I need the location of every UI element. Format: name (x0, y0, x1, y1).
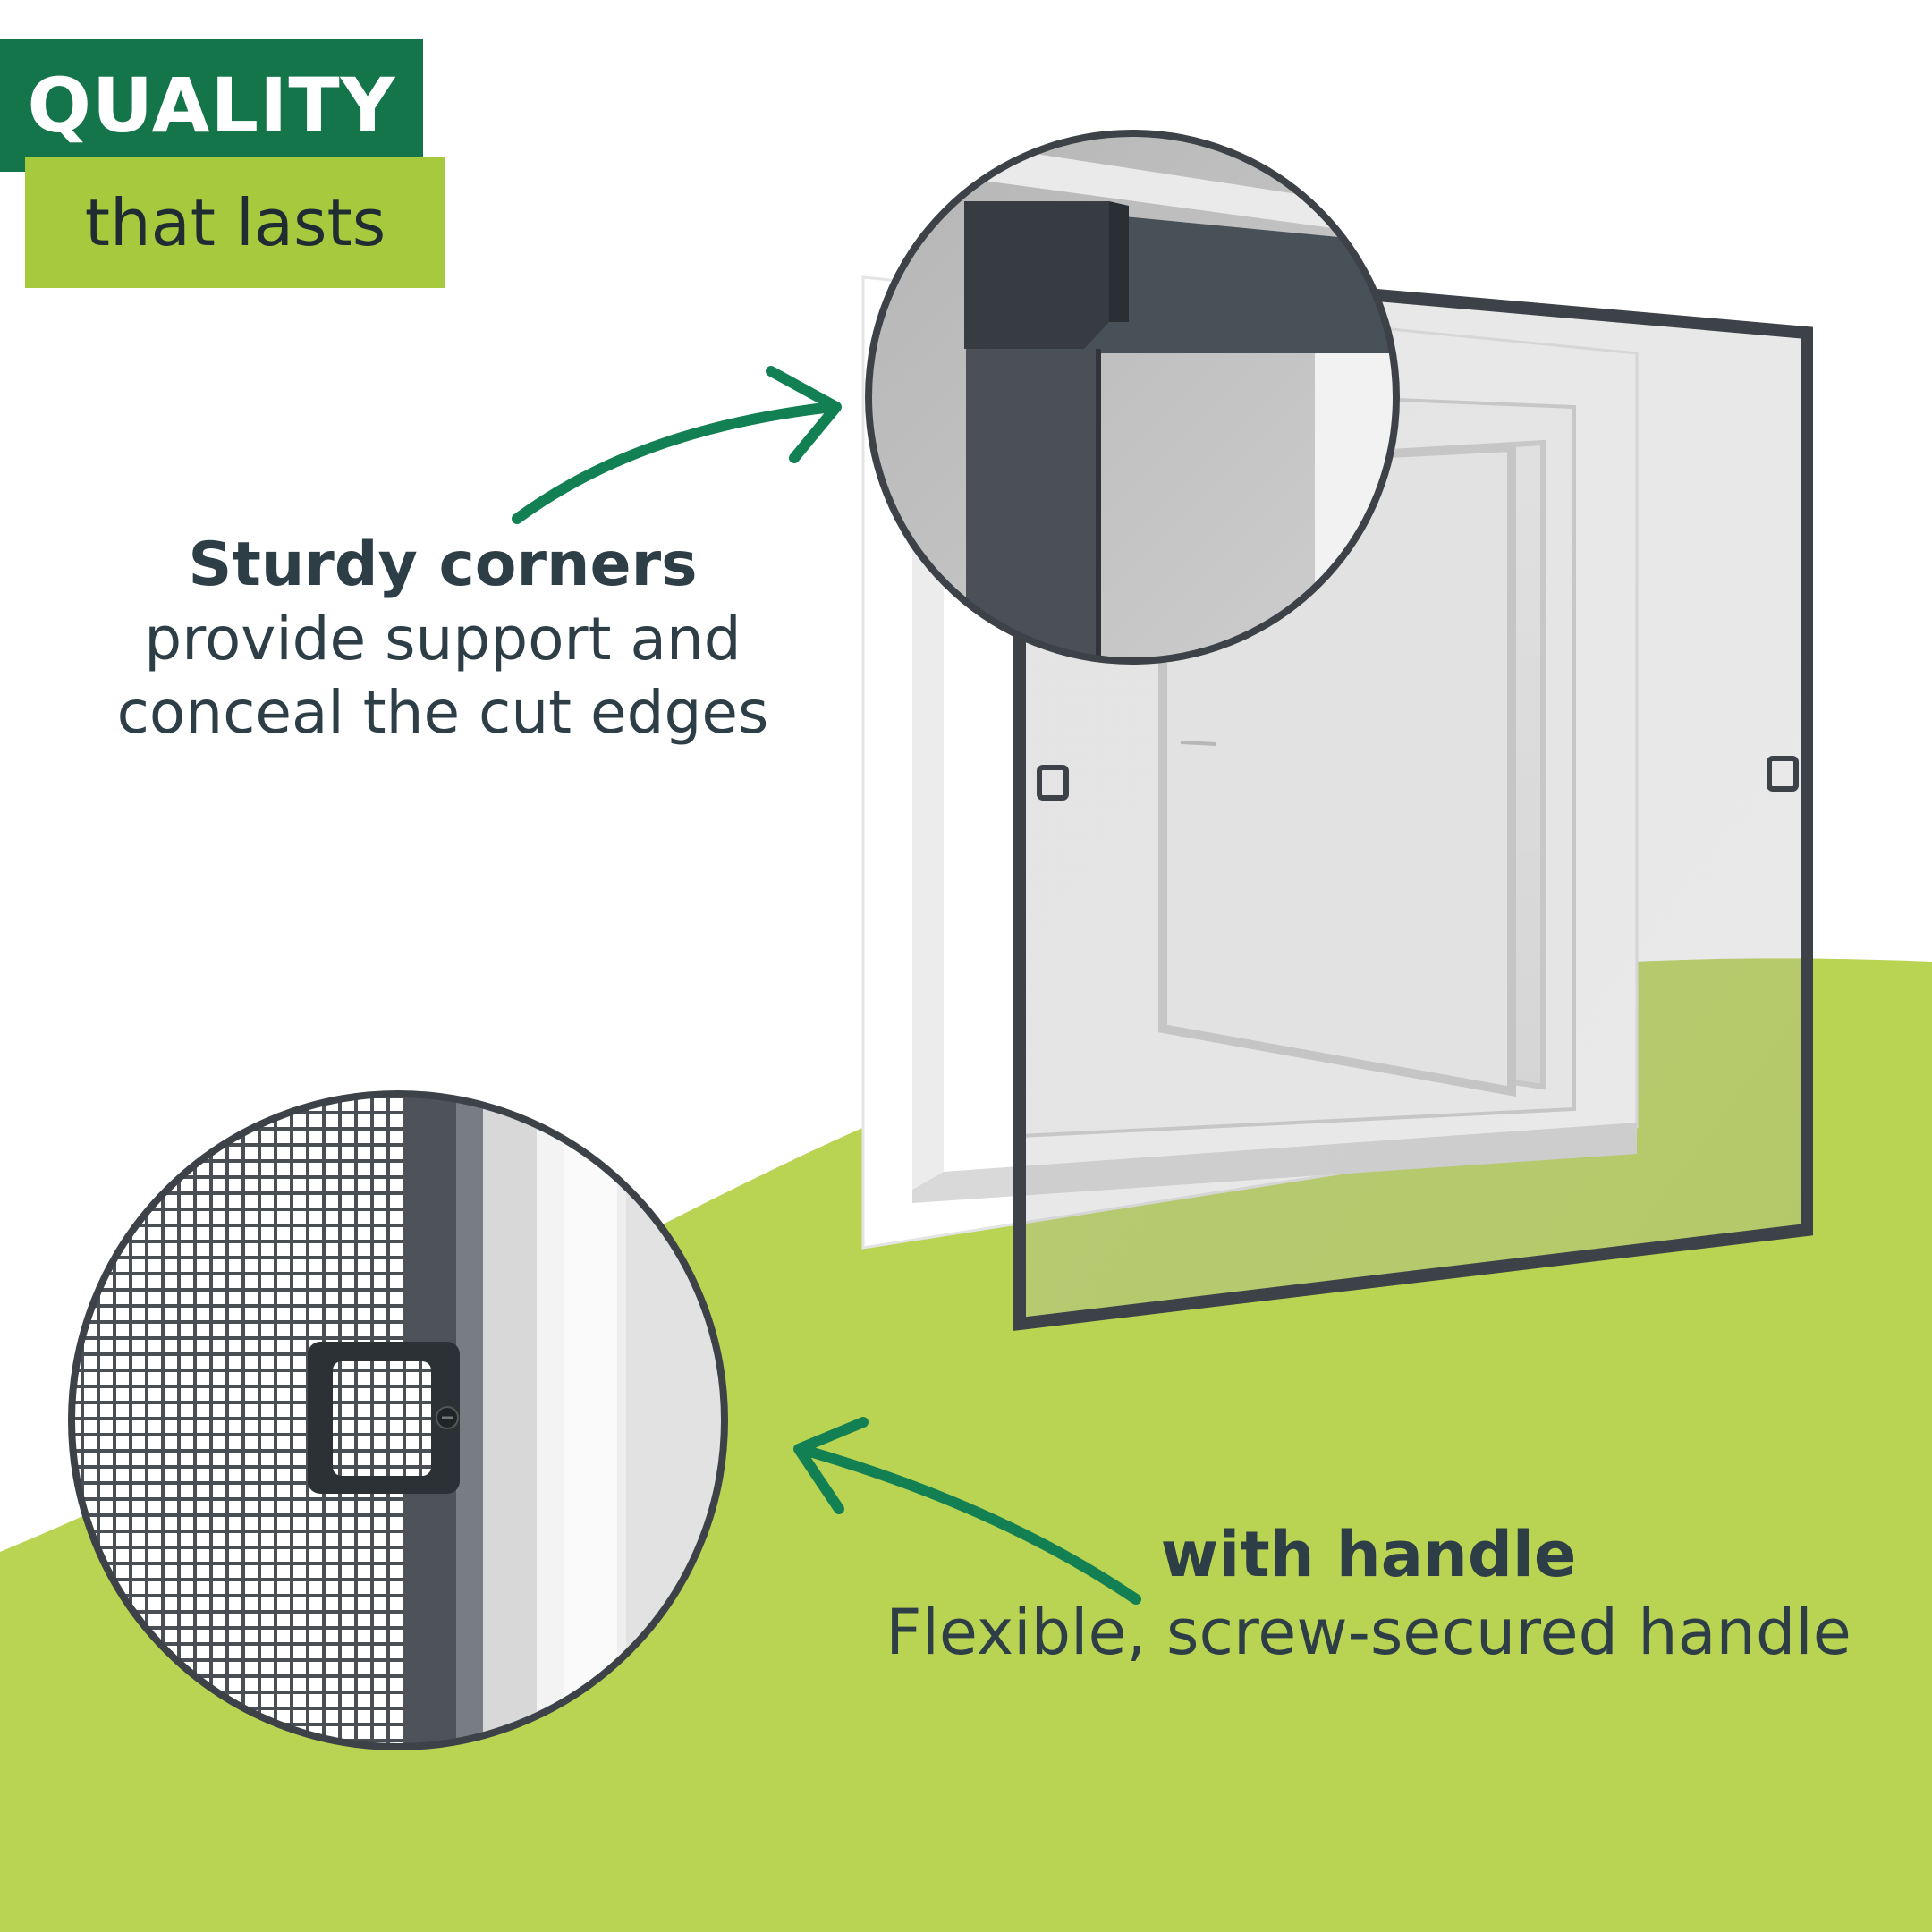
curved-arrow-icon (793, 1417, 1141, 1605)
callout-sturdy-corners: Sturdy corners provide support and conce… (54, 528, 832, 750)
callout-text-line: conceal the cut edges (116, 678, 769, 748)
badge-title-bg (0, 39, 423, 172)
corner-frame-vertical (966, 349, 1098, 661)
reveal-left-shadow (912, 483, 944, 1190)
badge-title-text: QUALITY (27, 62, 396, 149)
corner-zoom (865, 130, 1400, 665)
frame-handle-left (1037, 765, 1069, 801)
badge-subtitle: that lasts (25, 157, 445, 288)
callout-heading: with handle (1160, 1518, 1577, 1591)
corner-piece (964, 201, 1109, 349)
callout-heading: Sturdy corners (188, 530, 698, 600)
badge-title: QUALITY (0, 39, 423, 172)
callout-text-line: Flexible, screw-secured handle (886, 1595, 1852, 1669)
handle-zoom (68, 1090, 728, 1750)
callout-with-handle: with handle Flexible, screw-secured hand… (832, 1516, 1905, 1672)
badge-subtitle-bg (25, 157, 445, 288)
screen-frame (1013, 257, 1813, 1331)
badge-subtitle-text: that lasts (84, 184, 386, 260)
curved-arrow-icon (512, 366, 842, 524)
handle-opening (333, 1361, 431, 1476)
callout-text-line: provide support and (144, 605, 741, 674)
frame-handle-right (1767, 756, 1799, 792)
